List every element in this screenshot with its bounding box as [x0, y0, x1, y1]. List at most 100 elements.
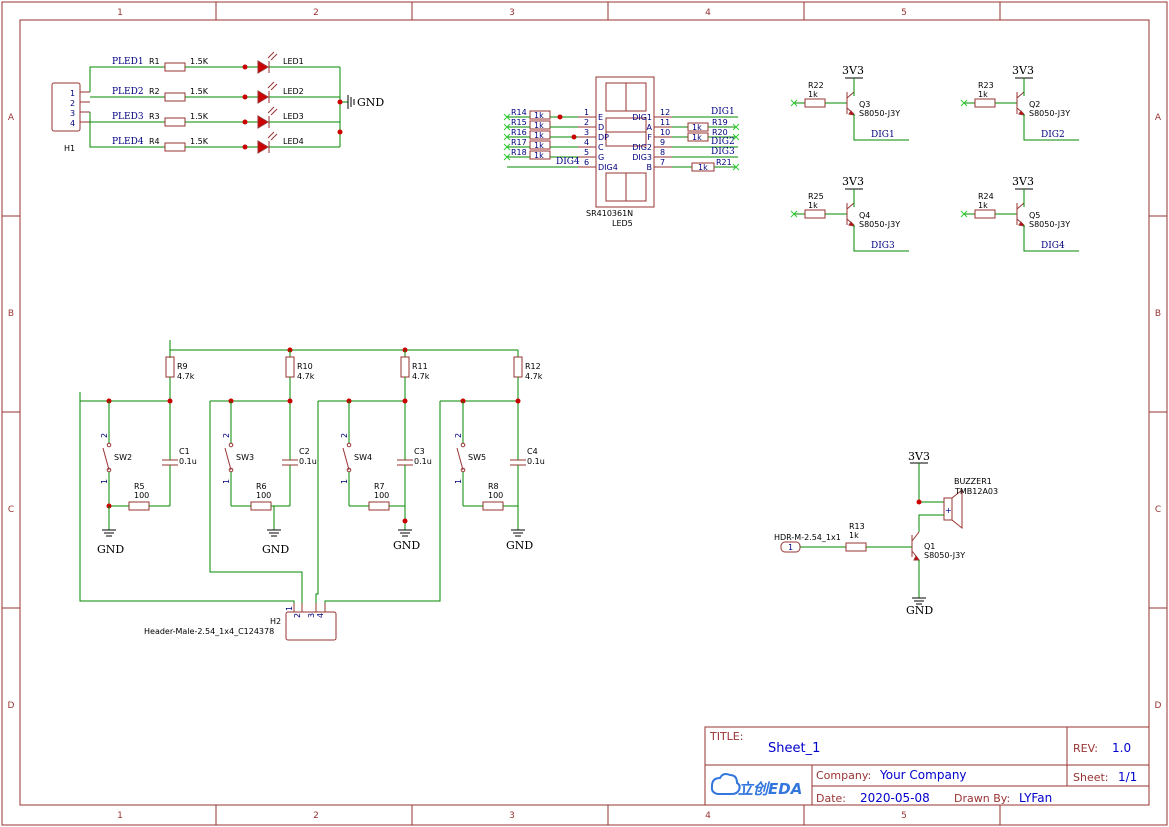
led-1	[257, 51, 278, 74]
r21-val: 1k	[698, 163, 708, 172]
display-body	[595, 76, 655, 208]
net-dig2-disp: DIG2	[711, 137, 735, 147]
resistor-r8	[482, 501, 504, 511]
switch-pin-1: 1	[340, 479, 349, 484]
r1-value: 1.5K	[190, 57, 209, 66]
r13-value: 1k	[849, 531, 859, 540]
h1-pin-3: 3	[70, 109, 75, 118]
tb-rev: 1.0	[1112, 741, 1131, 755]
driver-rval: 1k	[808, 90, 818, 99]
disp-pin-7-num: 7	[660, 158, 665, 167]
zone-labels: 1 2 3 4 5 1 2 3 4 5 A B C D A B C D	[8, 8, 1162, 821]
disp-pin-1-name: E	[598, 113, 603, 122]
driver-qref: Q5	[1029, 211, 1040, 220]
driver-net-label: DIG3	[871, 241, 895, 251]
disp-pin-5-num: 5	[584, 148, 589, 157]
header-h2-body	[285, 611, 337, 641]
switch-pin-2: 2	[454, 433, 463, 438]
zone-col-2-bottom: 2	[313, 811, 319, 821]
zone-col-1: 1	[117, 8, 123, 18]
disp-pin-10-num: 10	[660, 128, 670, 137]
resistor-r4	[164, 142, 186, 152]
net-pled2: PLED2	[112, 87, 144, 97]
zone-col-4-bottom: 4	[705, 811, 711, 821]
pullup-value: 4.7k	[297, 372, 315, 381]
tb-title: Sheet_1	[768, 741, 820, 756]
zone-col-4: 4	[705, 8, 711, 18]
disp-pin-5-name: G	[598, 153, 604, 162]
tb-sheet: 1/1	[1118, 770, 1137, 784]
tb-date-label: Date:	[816, 792, 846, 805]
tb-rev-label: REV:	[1073, 742, 1098, 755]
net-dig3-disp: DIG3	[711, 147, 735, 157]
switch-pin-1: 1	[100, 479, 109, 484]
disp-pin-7-name: B	[647, 163, 653, 172]
cap-ref: C4	[527, 447, 538, 456]
resistor-r22	[804, 98, 826, 108]
pullup-ref: R10	[297, 362, 313, 371]
r21-ref: R21	[716, 158, 732, 167]
resistor-r7	[368, 501, 390, 511]
driver-rref: R23	[978, 81, 994, 90]
resistor-r5	[128, 501, 150, 511]
series-ref: R6	[256, 482, 267, 491]
driver-pwr-label: 3V3	[842, 175, 864, 188]
net-pled1: PLED1	[112, 57, 144, 67]
seven-segment-display-block: 1 2 3 4 5 6 E D DP C G DIG4 12 11 10 9 8	[503, 76, 740, 228]
r3-ref: R3	[149, 112, 160, 121]
r16-ref: R16	[511, 128, 527, 137]
no-connect-icon	[960, 99, 968, 107]
disp-pin-12-num: 12	[660, 108, 670, 117]
series-value: 100	[374, 491, 389, 500]
led2-ref: LED2	[283, 87, 304, 96]
disp-pin-3-num: 3	[584, 128, 589, 137]
h2-pin-2: 2	[293, 613, 302, 618]
driver-qref: Q4	[859, 211, 870, 220]
switch-debounce-block: 1 2 3 4 H2 Header-Male-2.54_1x4_C124378	[79, 340, 518, 641]
driver-pwr-label: 3V3	[1012, 64, 1034, 77]
r1-ref: R1	[149, 57, 160, 66]
led4-ref: LED4	[283, 137, 304, 146]
resistor-r1	[164, 62, 186, 72]
r13-ref: R13	[849, 522, 865, 531]
zone-row-c: C	[8, 505, 14, 515]
cap-value: 0.1u	[527, 457, 545, 466]
r18-val: 1k	[534, 151, 544, 160]
resistor-r11	[400, 356, 410, 378]
zone-col-5: 5	[901, 8, 907, 18]
zone-row-d-right: D	[1155, 701, 1162, 711]
series-value: 100	[134, 491, 149, 500]
resistor-r6	[250, 501, 272, 511]
h2-pin-1: 1	[285, 606, 294, 611]
resistor-r23	[974, 98, 996, 108]
h1-pin-2: 2	[70, 99, 75, 108]
r2-value: 1.5K	[190, 87, 209, 96]
led-indicator-block: 1 2 3 4 H1 PLED1 PLED2 PLED3 PLED4 R1 1.…	[51, 51, 384, 154]
zone-col-3: 3	[509, 8, 515, 18]
header-h1-body	[51, 82, 81, 132]
net-dig4-left: DIG4	[556, 157, 580, 167]
driver-net-label: DIG4	[1041, 241, 1065, 251]
logo-text: 立创EDA	[738, 780, 802, 798]
r16-val: 1k	[534, 131, 544, 140]
net-pled4: PLED4	[112, 137, 144, 147]
zone-row-c-right: C	[1155, 505, 1161, 515]
zone-row-d: D	[8, 701, 15, 711]
disp-pin-11-num: 11	[660, 118, 670, 127]
driver-rref: R24	[978, 192, 994, 201]
driver-qpart: S8050-J3Y	[1029, 220, 1070, 229]
eda-logo-icon: 立创EDA	[710, 773, 802, 798]
no-connect-icon	[960, 210, 968, 218]
pullup-value: 4.7k	[525, 372, 543, 381]
zone-col-1-bottom: 1	[117, 811, 123, 821]
no-connect-icon	[790, 99, 798, 107]
net-pled3: PLED3	[112, 112, 144, 122]
driver-qref: Q3	[859, 100, 870, 109]
cap-ref: C1	[179, 447, 190, 456]
series-ref: R5	[134, 482, 145, 491]
